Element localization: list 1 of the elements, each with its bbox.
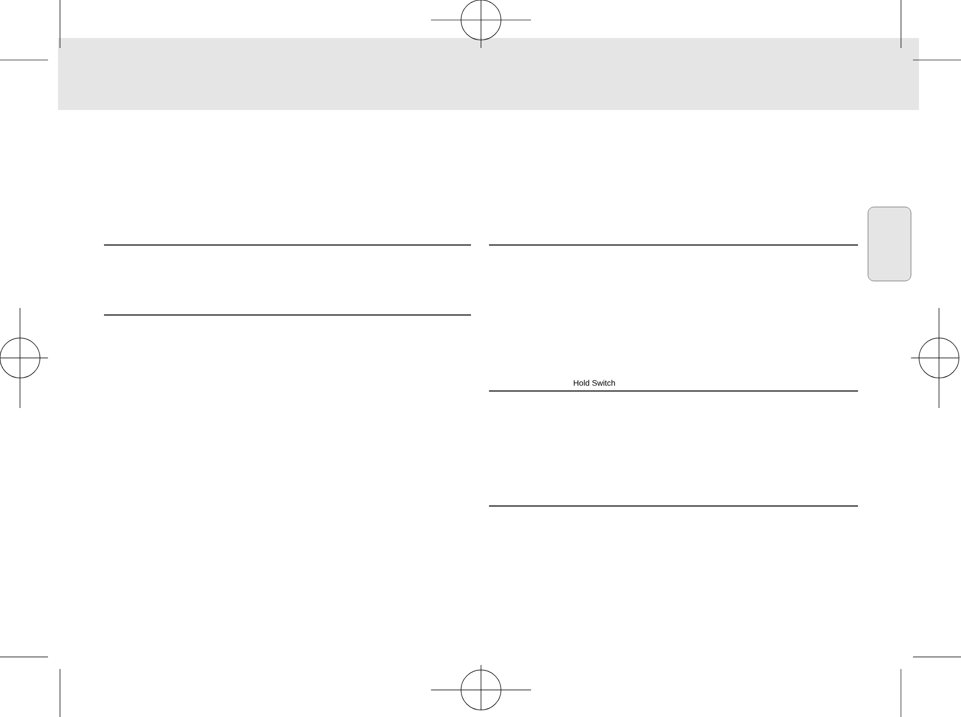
control-label: Hold Switch (574, 380, 615, 386)
